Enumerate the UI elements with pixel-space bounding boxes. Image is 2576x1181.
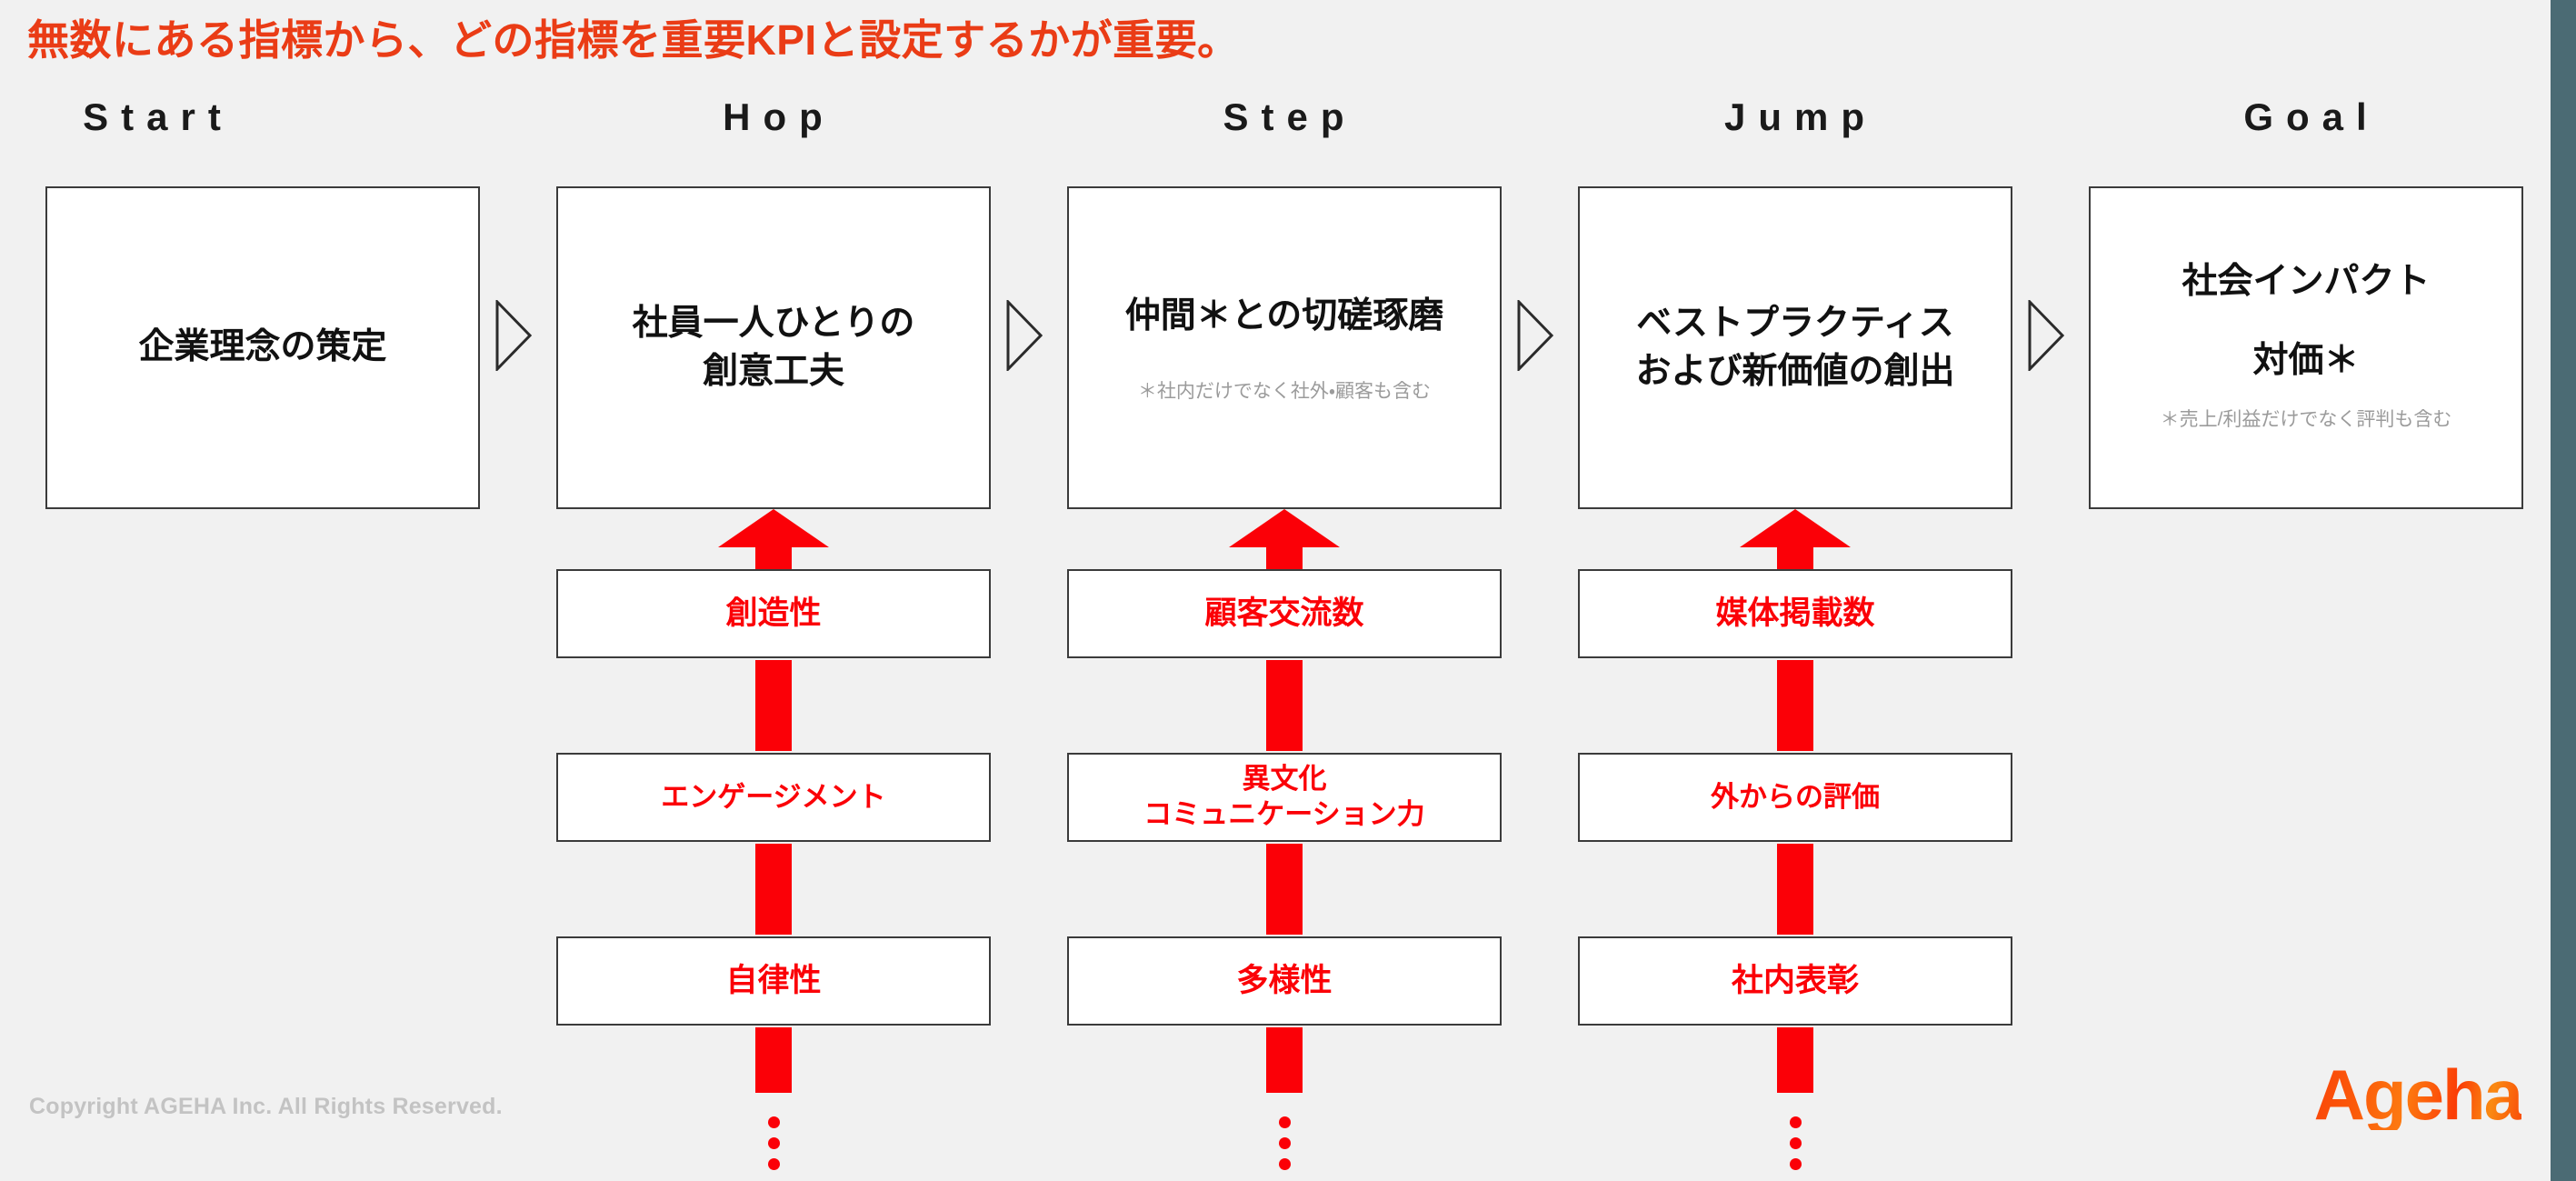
arrow-stem-hop-2 [755,844,792,935]
stage-box-jump[interactable]: ベストプラクティス および新価値の創出 [1578,186,2012,509]
stage-box-goal-subtext: 対価＊ [2252,341,2360,381]
arrow-stem-step-3 [1266,1027,1303,1093]
kpi-label-hop-1: エンゲージメント [661,780,886,813]
copyright-text: Copyright AGEHA Inc. All Rights Reserved… [29,1094,503,1119]
stage-box-hop[interactable]: 社員一人ひとりの 創意工夫 [556,186,991,509]
arrow-stem-jump-2 [1777,844,1813,935]
stage-box-hop-text: 社員一人ひとりの 創意工夫 [632,303,915,391]
kpi-label-step-2: 多様性 [1236,963,1333,999]
up-arrow-icon-step [1225,509,1343,565]
stage-box-start[interactable]: 企業理念の策定 [45,186,480,509]
stage-box-goal[interactable]: 社会インパクト 対価＊ ＊売上/利益だけでなく評判も含む [2089,186,2523,509]
kpi-box-hop-2[interactable]: 自律性 [556,936,991,1026]
page-title: 無数にある指標から、どの指標を重要KPIと設定するかが重要。 [27,16,1240,64]
column-header-start: Start [83,95,234,138]
kpi-box-jump-2[interactable]: 社内表彰 [1578,936,2012,1026]
kpi-label-jump-2: 社内表彰 [1731,963,1859,999]
chevron-right-icon-step-jump [1517,300,1553,371]
kpi-box-step-0[interactable]: 顧客交流数 [1067,569,1502,658]
stage-box-step-text: 仲間＊との切磋琢磨 [1124,295,1444,335]
stage-box-start-text: 企業理念の策定 [138,327,387,367]
column-header-step: Step [1223,95,1357,138]
kpi-arrow-column-step [1225,509,1343,1170]
vertical-ellipsis-icon-jump [1777,1116,1813,1170]
chevron-right-icon-jump-goal [2028,300,2064,371]
stage-box-goal-note: ＊売上/利益だけでなく評判も含む [2160,409,2452,431]
stage-box-jump-text: ベストプラクティス および新価値の創出 [1635,303,1955,391]
kpi-label-jump-1: 外からの評価 [1711,780,1880,813]
stage-box-goal-text: 社会インパクト [2182,262,2431,302]
column-header-hop: Hop [723,95,835,138]
vertical-ellipsis-icon-step [1266,1116,1303,1170]
right-edge-band [2551,0,2576,1181]
arrow-stem-jump-1 [1777,660,1813,751]
kpi-box-step-2[interactable]: 多様性 [1067,936,1502,1026]
kpi-box-jump-1[interactable]: 外からの評価 [1578,753,2012,842]
arrow-stem-hop-3 [755,1027,792,1093]
kpi-label-hop-2: 自律性 [725,963,822,999]
up-arrow-icon-hop [714,509,833,565]
stage-box-step[interactable]: 仲間＊との切磋琢磨 ＊社内だけでなく社外・顧客も含む [1067,186,1502,509]
column-header-jump: Jump [1723,95,1877,138]
chevron-right-icon-start-hop [495,300,532,371]
kpi-label-step-0: 顧客交流数 [1204,596,1364,632]
vertical-ellipsis-icon-hop [755,1116,792,1170]
kpi-box-jump-0[interactable]: 媒体掲載数 [1578,569,2012,658]
kpi-arrow-column-hop [714,509,833,1170]
arrow-stem-step-2 [1266,844,1303,935]
kpi-label-jump-0: 媒体掲載数 [1715,596,1875,632]
kpi-label-hop-0: 創造性 [725,596,822,632]
arrow-stem-hop-1 [755,660,792,751]
kpi-box-step-1[interactable]: 異文化 コミュニケーション力 [1067,753,1502,842]
kpi-label-step-1: 異文化 コミュニケーション力 [1143,763,1425,830]
column-header-goal: Goal [2243,95,2380,138]
kpi-box-hop-0[interactable]: 創造性 [556,569,991,658]
arrow-stem-step-1 [1266,660,1303,751]
stage-box-step-note: ＊社内だけでなく社外・顧客も含む [1137,381,1432,403]
arrow-stem-jump-3 [1777,1027,1813,1093]
ageha-logo: Ageha [2313,1055,2523,1135]
up-arrow-icon-jump [1736,509,1854,565]
chevron-right-icon-hop-step [1006,300,1043,371]
kpi-box-hop-1[interactable]: エンゲージメント [556,753,991,842]
